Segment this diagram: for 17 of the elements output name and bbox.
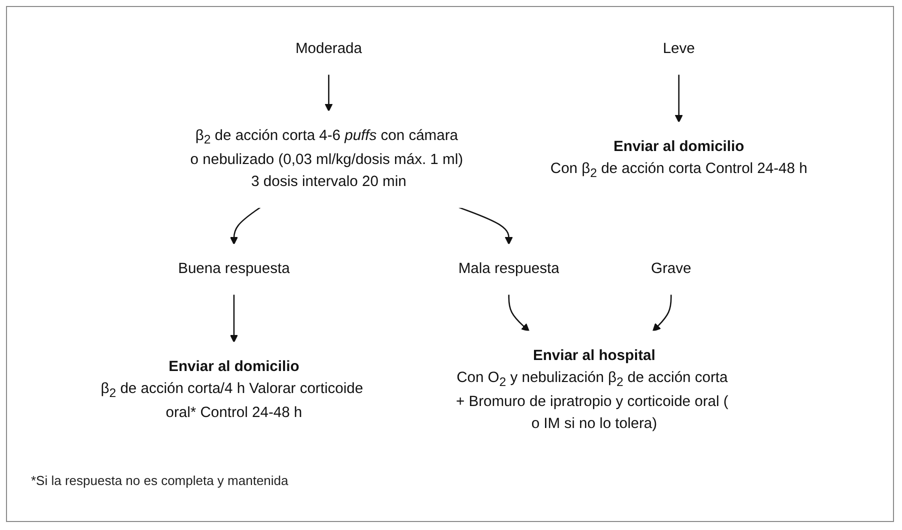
footnote: *Si la respuesta no es completa y mantenida (31, 473, 288, 488)
node-text: Moderada (295, 41, 362, 57)
node-text: Grave (650, 261, 691, 277)
arrow (324, 74, 332, 112)
node-text: Enviar al hospital Con O$_{2}$ y nebulización β$_{2}$ de acción corta + Bromuro de ipratropio y corticoide oral ( o IM si no lo tolera) (456, 348, 728, 432)
arrow (458, 206, 513, 245)
arrow (652, 294, 672, 332)
arrow (508, 294, 530, 332)
node-text: Enviar al domicilio Con β$_{2}$ de acción corta Control 24-48 h (550, 138, 807, 180)
arrow (230, 294, 238, 343)
node-text: Leve (662, 41, 695, 57)
node-text: β$_{2}$ de acción corta 4-6 puffs con cámara o nebulizado (0,03 ml/kg/dosis máx. 1 ml) 3 dosis intervalo 20 min (190, 128, 463, 190)
arrow (230, 206, 260, 245)
node-text: Buena respuesta (178, 261, 290, 277)
arrow (674, 74, 683, 123)
node-text: Mala respuesta (458, 261, 560, 277)
node-text: Enviar al domicilio β$_{2}$ de acción corta/4 h Valorar corticoide oral* Control 24-48 h (100, 358, 363, 421)
